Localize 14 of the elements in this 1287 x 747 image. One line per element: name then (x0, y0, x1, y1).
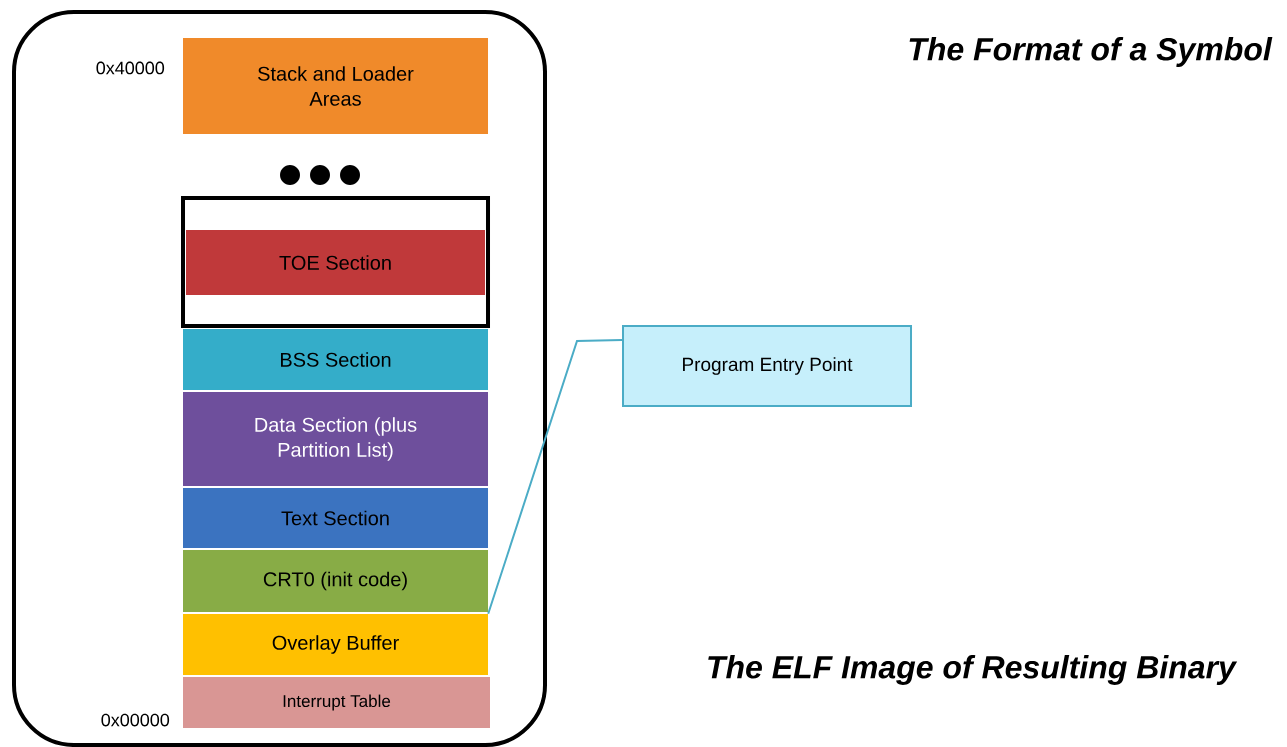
address-label: 0x00000 (101, 713, 170, 727)
memory-section: TOE Section (186, 230, 485, 295)
heading: The Format of a Symbol (909, 37, 1273, 67)
memory-section: Stack and Loader Areas (183, 38, 488, 134)
leader-line (487, 339, 623, 615)
memory-section: Data Section (plus Partition List) (183, 392, 488, 486)
memory-section: Text Section (183, 488, 488, 548)
memory-section: Overlay Buffer (183, 614, 488, 675)
heading: The ELF Image of Resulting Binary (708, 655, 1238, 685)
memory-section: CRT0 (init code) (183, 550, 488, 612)
address-label: 0x40000 (96, 61, 165, 75)
memory-section: BSS Section (183, 329, 488, 390)
memory-section: Interrupt Table (183, 677, 490, 728)
callout-box: Program Entry Point (622, 325, 912, 407)
